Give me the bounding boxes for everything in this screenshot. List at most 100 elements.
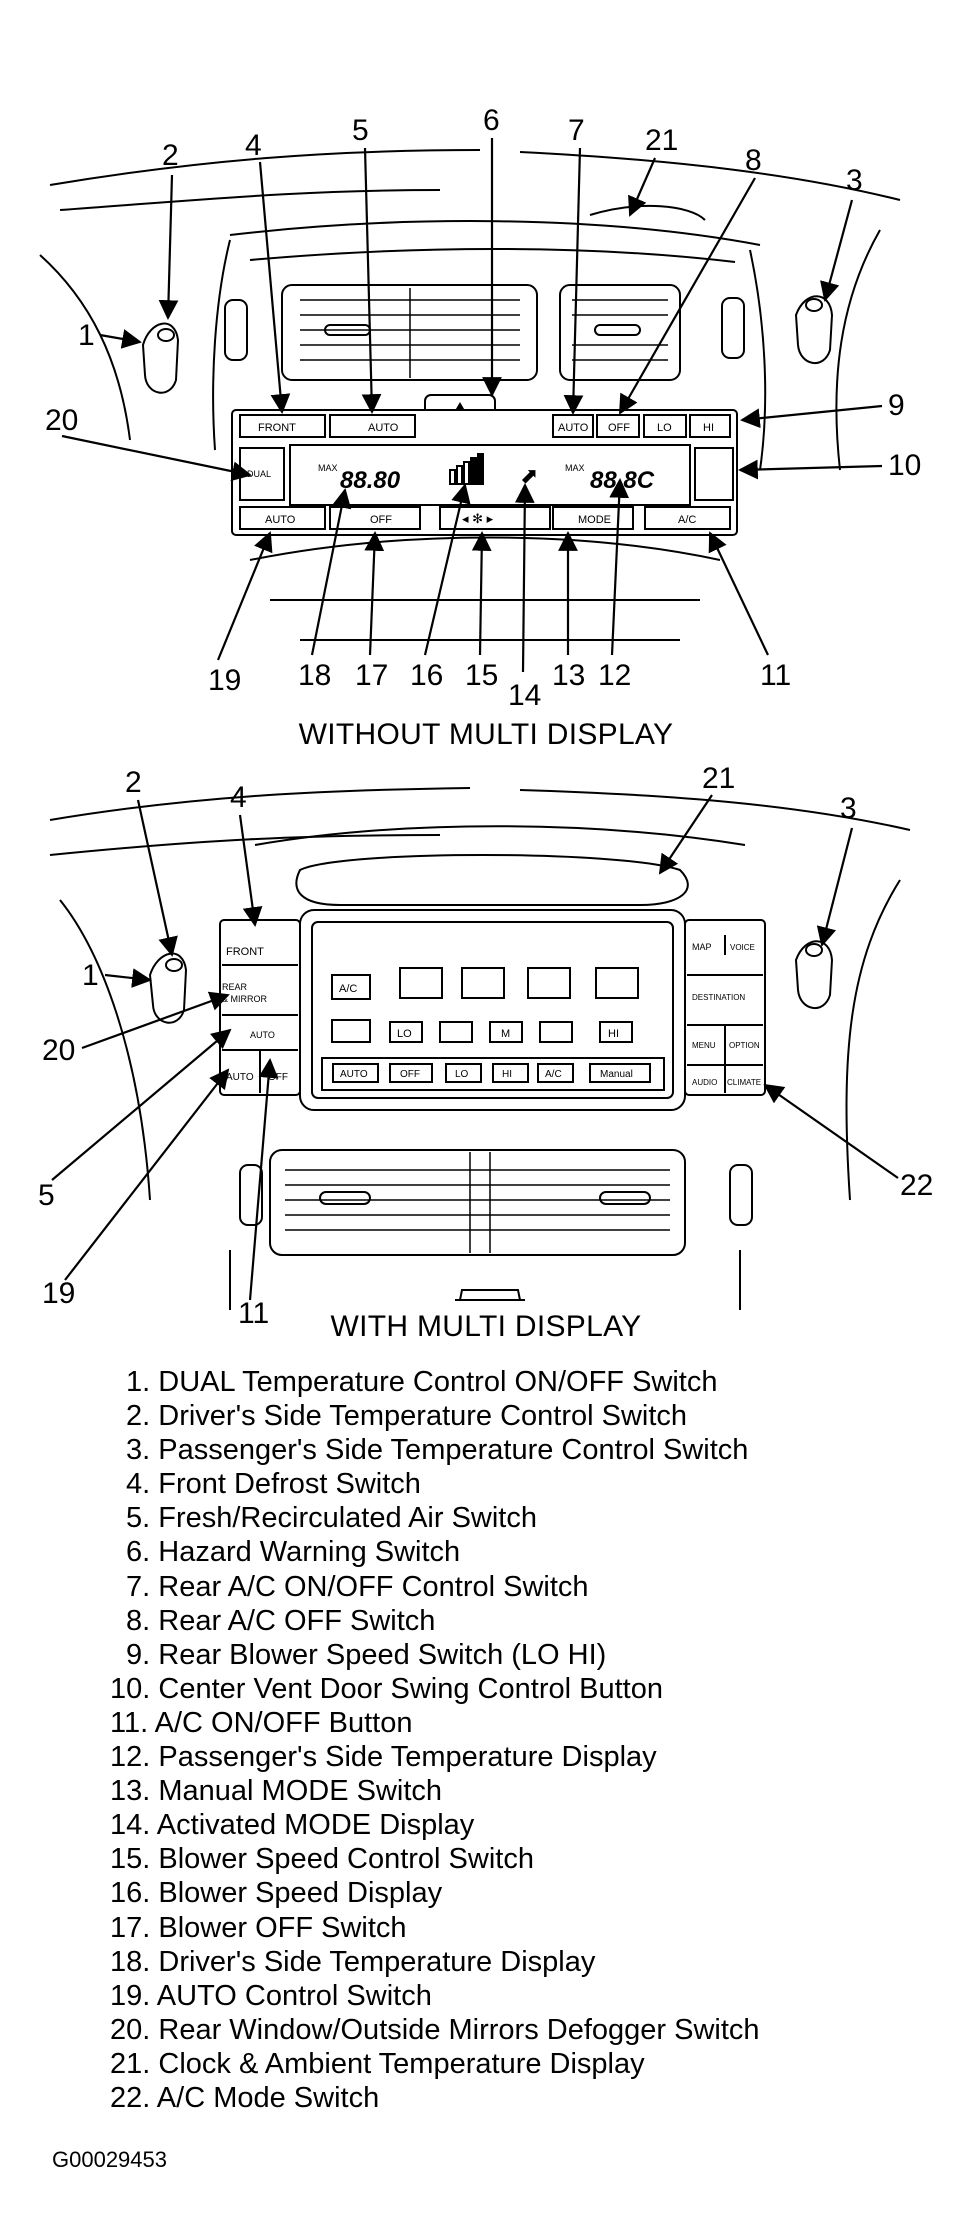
legend-number: 11. [110, 1706, 149, 1739]
legend-text: Hazard Warning Switch [158, 1536, 461, 1569]
blower-arrows: ◂ ✻ ▸ [462, 511, 494, 526]
legend-number: 12. [110, 1741, 151, 1774]
legend-item: 21. Clock & Ambient Temperature Display [110, 2047, 760, 2081]
legend-number: 20. [110, 2013, 151, 2046]
callout-b3: 3 [840, 792, 857, 825]
bottom-callouts: 1 2 3 4 5 11 19 20 21 22 [38, 762, 933, 1330]
auto-rear-label: AUTO [558, 422, 589, 434]
lo-row-label: LO [455, 1069, 469, 1080]
destination-label: DESTINATION [692, 993, 745, 1002]
legend-item: 6. Hazard Warning Switch [110, 1535, 760, 1569]
legend-text: Passenger's Side Temperature Display [158, 1741, 657, 1774]
legend-text: Fresh/Recirculated Air Switch [158, 1502, 537, 1535]
fresh-recirc-label: AUTO [368, 422, 399, 434]
legend-item: 8. Rear A/C OFF Switch [110, 1604, 760, 1638]
callout-8: 8 [745, 144, 762, 177]
legend-text: Front Defrost Switch [158, 1468, 421, 1501]
legend-text: Rear Window/Outside Mirrors Defogger Swi… [158, 2013, 760, 2046]
legend-item: 16. Blower Speed Display [110, 1876, 760, 1910]
top-panel-text: FRONT AUTO AUTO OFF LO HI DUAL MAX 88.80… [247, 422, 714, 526]
dashboard-with-multi-display [49, 787, 911, 1310]
bottom-leader-lines [51, 794, 899, 1301]
auto-left-label: AUTO [226, 1072, 254, 1083]
callout-16: 16 [410, 659, 443, 692]
off-rear-label: OFF [608, 422, 630, 434]
map-label: MAP [692, 942, 712, 952]
legend-number: 18. [110, 1945, 151, 1978]
legend-item: 3. Passenger's Side Temperature Control … [110, 1433, 760, 1467]
callout-3: 3 [846, 164, 863, 197]
legend-number: 13. [110, 1775, 151, 1808]
callout-17: 17 [355, 659, 388, 692]
max-right-label: MAX [565, 463, 585, 473]
bottom-caption: WITH MULTI DISPLAY [330, 1310, 642, 1343]
legend-number: 8. [126, 1604, 151, 1637]
hi-row-label: HI [502, 1069, 512, 1080]
legend-item: 17. Blower OFF Switch [110, 1911, 760, 1945]
callout-6: 6 [483, 104, 500, 137]
callout-10: 10 [888, 449, 921, 482]
legend-number: 5. [126, 1502, 151, 1535]
audio-label: AUDIO [692, 1078, 717, 1087]
top-control-panel [231, 409, 738, 536]
legend-item: 7. Rear A/C ON/OFF Control Switch [110, 1570, 760, 1604]
callout-19: 19 [208, 664, 241, 697]
legend-text: A/C Mode Switch [156, 2081, 380, 2114]
legend-item: 1. DUAL Temperature Control ON/OFF Switc… [110, 1365, 760, 1399]
callout-b11: 11 [238, 1297, 269, 1330]
ac-label: A/C [678, 514, 696, 526]
legend-text: Blower Speed Display [158, 1877, 443, 1910]
callout-b5: 5 [38, 1179, 55, 1212]
hi-screen-label: HI [608, 1028, 619, 1040]
legend-text: Center Vent Door Swing Control Button [158, 1672, 663, 1705]
front-label: FRONT [226, 946, 264, 958]
callout-1: 1 [78, 319, 95, 352]
legend-item: 2. Driver's Side Temperature Control Swi… [110, 1399, 760, 1433]
callout-b4: 4 [230, 781, 247, 814]
callout-2: 2 [162, 139, 179, 172]
legend-number: 9. [126, 1638, 151, 1671]
callout-14: 14 [508, 679, 541, 712]
menu-label: MENU [692, 1041, 716, 1050]
mode-label: MODE [578, 514, 611, 526]
legend-item: 12. Passenger's Side Temperature Display [110, 1740, 760, 1774]
component-legend: 1. DUAL Temperature Control ON/OFF Switc… [110, 1365, 760, 2115]
temp-right-display: 88.8C [590, 467, 655, 494]
auto-row-label: AUTO [340, 1069, 368, 1080]
legend-number: 15. [110, 1843, 151, 1876]
legend-text: Manual MODE Switch [158, 1775, 443, 1808]
voice-label: VOICE [730, 943, 755, 952]
legend-text: Driver's Side Temperature Control Switch [158, 1400, 688, 1433]
callout-18: 18 [298, 659, 331, 692]
legend-item: 22. A/C Mode Switch [110, 2081, 760, 2115]
legend-text: Blower Speed Control Switch [158, 1843, 534, 1876]
off-row-label: OFF [400, 1069, 420, 1080]
off-left-label: OFF [268, 1072, 288, 1083]
rear-label: REAR [222, 982, 248, 992]
legend-item: 13. Manual MODE Switch [110, 1774, 760, 1808]
auto-small-label: AUTO [250, 1030, 275, 1040]
callout-5: 5 [352, 114, 369, 147]
climate-control-diagram: FRONT AUTO AUTO OFF LO HI DUAL MAX 88.80… [38, 104, 933, 1330]
legend-text: Driver's Side Temperature Display [158, 1945, 596, 1978]
mirror-label: & MIRROR [222, 994, 268, 1004]
legend-number: 7. [126, 1570, 151, 1603]
ac-row-label: A/C [545, 1069, 562, 1080]
legend-text: Blower OFF Switch [158, 1911, 407, 1944]
legend-item: 10. Center Vent Door Swing Control Butto… [110, 1672, 760, 1706]
callout-12: 12 [598, 659, 631, 692]
legend-text: Activated MODE Display [156, 1809, 475, 1842]
option-label: OPTION [729, 1041, 760, 1050]
legend-number: 22. [110, 2081, 151, 2114]
callout-9: 9 [888, 389, 905, 422]
lo-screen-label: LO [397, 1028, 412, 1040]
callout-13: 13 [552, 659, 585, 692]
lo-label: LO [657, 422, 672, 434]
legend-item: 18. Driver's Side Temperature Display [110, 1945, 760, 1979]
blower-off-label: OFF [370, 514, 392, 526]
legend-item: 9. Rear Blower Speed Switch (LO HI) [110, 1638, 760, 1672]
legend-text: Rear A/C OFF Switch [158, 1604, 436, 1637]
legend-number: 19. [110, 1979, 151, 2012]
callout-7: 7 [568, 114, 585, 147]
legend-text: Rear A/C ON/OFF Control Switch [158, 1570, 589, 1603]
